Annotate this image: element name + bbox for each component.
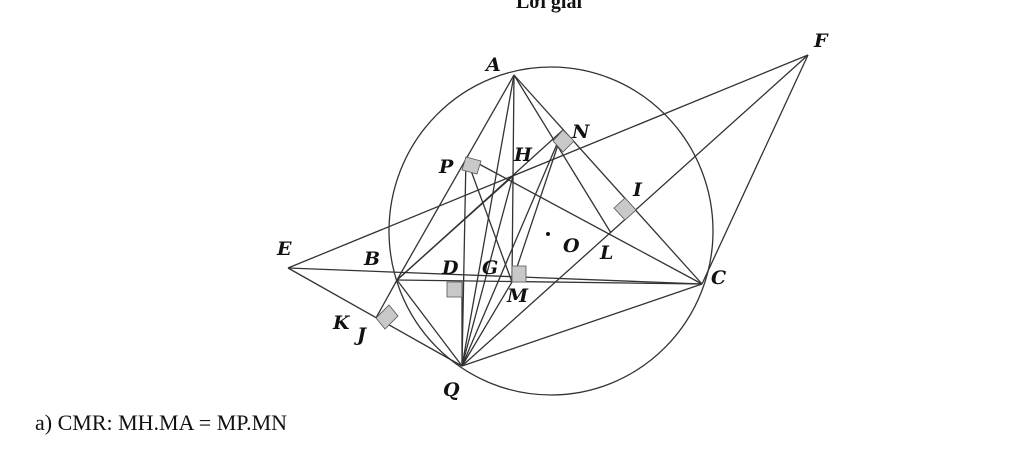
right-angle-m <box>511 265 527 283</box>
label-e: E <box>276 238 292 260</box>
label-q: Q <box>443 379 460 401</box>
segment-cp <box>465 156 703 285</box>
segment-qh <box>461 175 514 367</box>
segment-bh <box>396 175 514 281</box>
segment-ab <box>396 74 515 281</box>
label-k: K <box>332 312 351 334</box>
segment-qp <box>461 156 467 367</box>
label-h: H <box>513 144 533 166</box>
label-d: D <box>441 257 459 279</box>
segment-nm <box>511 129 564 283</box>
segment-qm <box>461 281 513 367</box>
center-dot-o <box>546 232 550 236</box>
label-b: B <box>363 248 380 270</box>
right-angle-i <box>613 197 637 221</box>
right-angle-j <box>375 304 399 330</box>
segment-fc <box>701 54 809 285</box>
problem-statement: a) CMR: MH.MA = MP.MN <box>35 410 288 435</box>
segment-bc <box>396 279 703 285</box>
label-a: A <box>484 54 501 76</box>
solution-title: Lời giải <box>515 0 583 13</box>
segment-ef <box>287 54 809 269</box>
label-i: I <box>632 179 643 201</box>
label-l: L <box>599 242 613 264</box>
segment-al <box>513 74 612 234</box>
right-angle-p <box>461 156 482 175</box>
segments <box>287 54 809 367</box>
label-o: O <box>563 235 580 257</box>
segment-ac <box>513 74 703 285</box>
label-p: P <box>438 156 454 178</box>
segment-qn <box>461 129 564 367</box>
circle-o <box>388 66 714 396</box>
label-f: F <box>813 30 829 52</box>
label-m: M <box>506 285 529 307</box>
segment-ec <box>287 267 703 285</box>
segment-bj <box>375 279 398 319</box>
segment-aq <box>461 74 515 367</box>
segment-eq <box>287 267 463 367</box>
label-j: J <box>354 324 368 346</box>
segment-pm <box>465 156 513 283</box>
segment-qc <box>461 283 703 367</box>
point-labels: A F N H P I E B O L D G M C K J Q <box>276 30 829 401</box>
right-angle-d <box>446 281 463 298</box>
label-c: C <box>711 267 726 289</box>
right-angle-n <box>552 129 575 153</box>
segment-bq <box>396 279 463 367</box>
right-angle-marks <box>375 129 637 330</box>
label-n: N <box>571 121 590 143</box>
label-g: G <box>482 257 498 279</box>
